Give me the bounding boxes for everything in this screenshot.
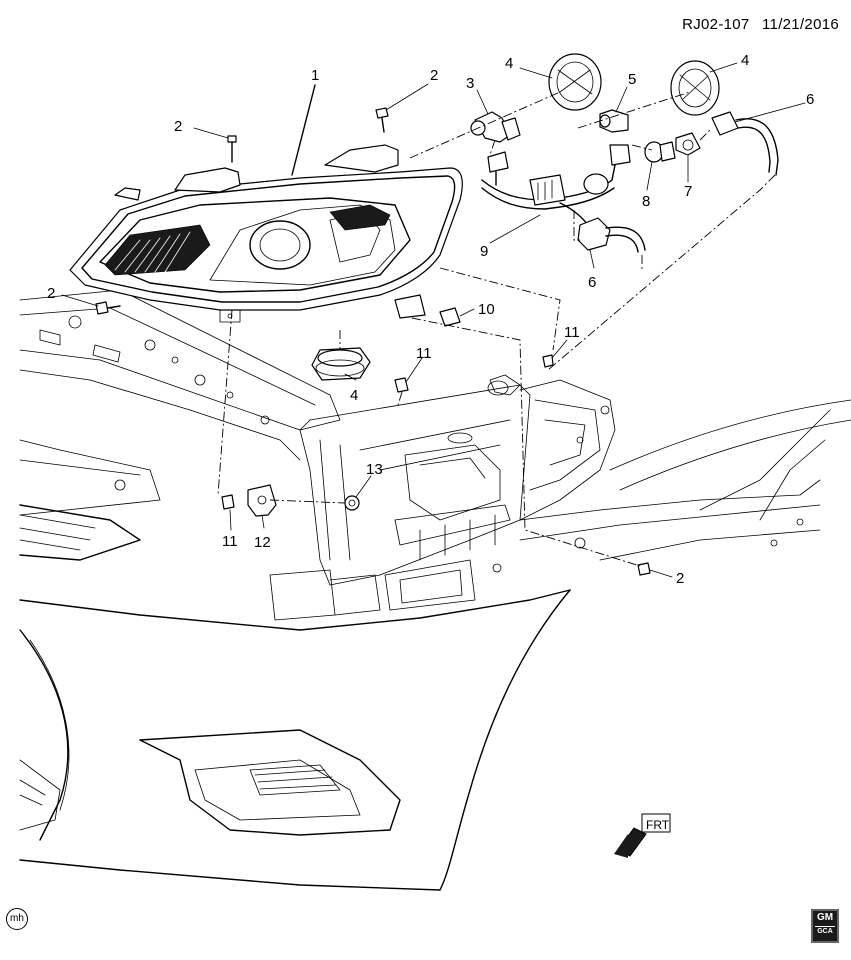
callout-11-right: 11	[564, 324, 580, 341]
front-direction-arrow-icon: FRT	[614, 813, 671, 858]
bulbs-and-components	[95, 53, 779, 576]
diagram-code: RJ02-107	[682, 16, 750, 33]
radiator-support-structure	[19, 289, 851, 621]
callout-labels: 1 2 2 2 2 3 4 4 4 5 6 6 7 8 9 10 11 11 1…	[47, 52, 814, 587]
callout-10: 10	[478, 301, 495, 318]
front-bumper-fascia	[19, 504, 571, 891]
gm-logo-icon: GM GCA	[811, 909, 839, 943]
illustrator-mark-text: mh	[10, 913, 24, 924]
callout-5: 5	[628, 71, 636, 88]
leader-lines	[61, 62, 806, 578]
diagram-date: 11/21/2016	[762, 16, 839, 33]
gm-logo-top: GM	[816, 912, 834, 923]
callout-11-left: 11	[222, 533, 238, 550]
callout-7: 7	[684, 183, 692, 200]
callout-2-bolt-lower: 2	[676, 570, 684, 587]
callout-6-pigtail-upper: 6	[806, 91, 814, 108]
callout-4-cover-lower: 4	[350, 387, 358, 404]
callout-12: 12	[254, 534, 271, 551]
callout-1: 1	[311, 67, 319, 84]
headlamp-assembly	[69, 144, 463, 323]
diagram-header: RJ02-107 11/21/2016	[674, 16, 839, 33]
callout-13: 13	[366, 461, 383, 478]
assembly-centerlines	[217, 91, 776, 567]
callout-4-cover-right: 4	[741, 52, 749, 69]
callout-11-center: 11	[416, 345, 432, 362]
callout-6-pigtail-lower: 6	[588, 274, 596, 291]
gm-logo-bottom: GCA	[815, 926, 835, 937]
callout-8: 8	[642, 193, 650, 210]
callout-3: 3	[466, 75, 474, 92]
illustrator-mark-icon: mh	[6, 908, 28, 930]
callout-4-cover-left: 4	[505, 55, 513, 72]
frt-label: FRT	[646, 818, 670, 832]
callout-2-bolt-top: 2	[430, 67, 438, 84]
callout-2-bolt-side: 2	[47, 285, 55, 302]
callout-2-bolt-left: 2	[174, 118, 182, 135]
callout-9: 9	[480, 243, 488, 260]
